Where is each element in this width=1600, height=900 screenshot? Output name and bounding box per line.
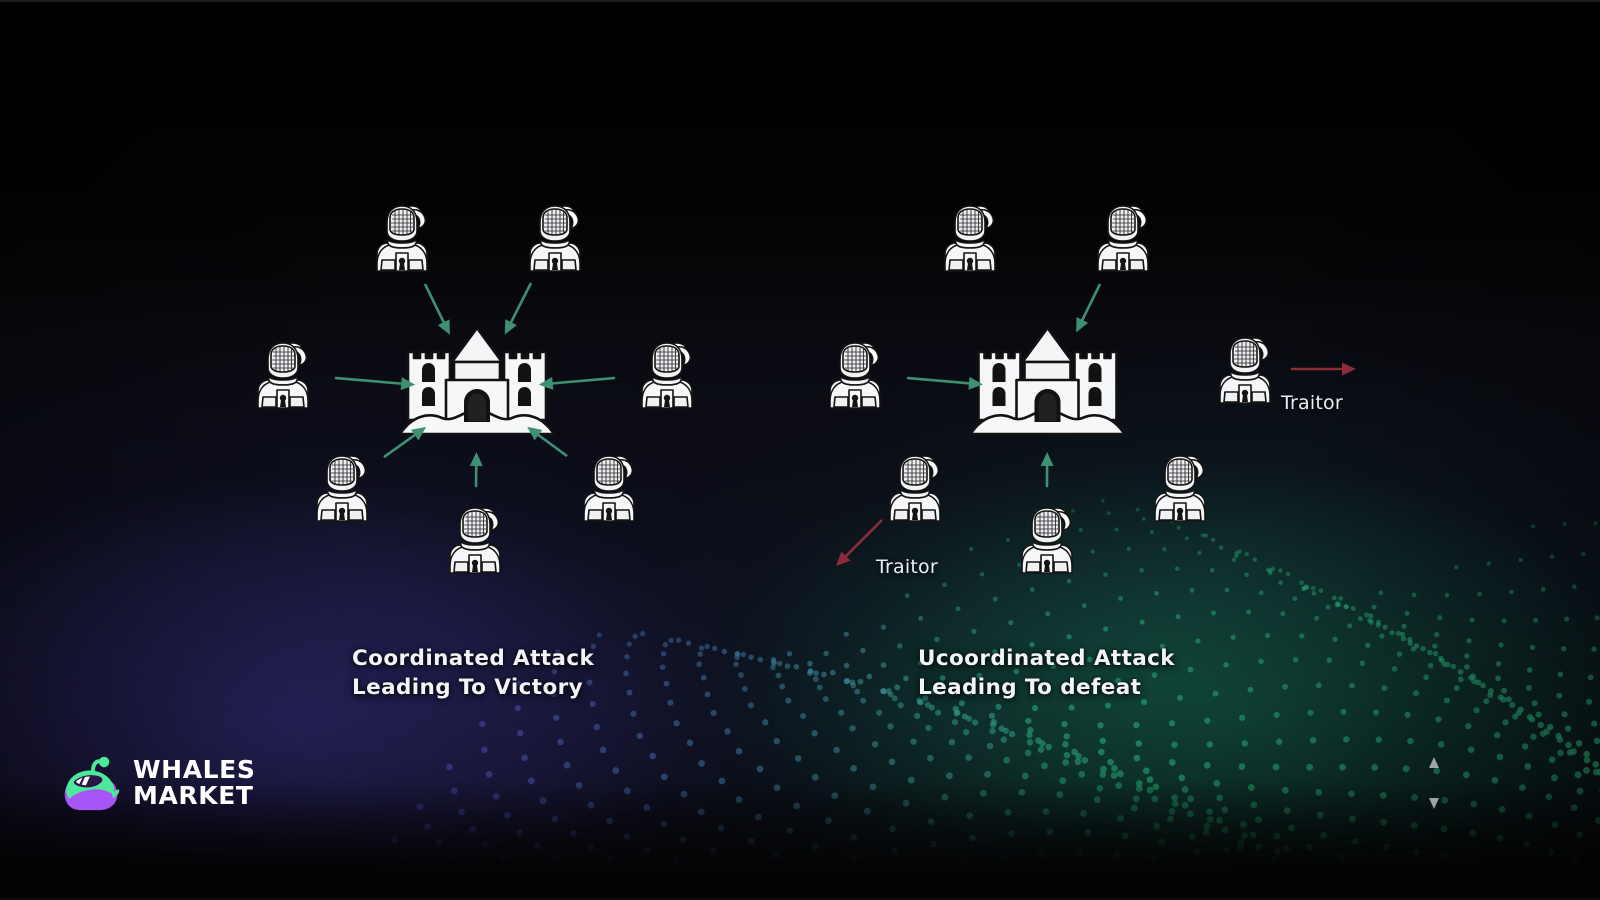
knight-bottom-mid xyxy=(438,500,512,578)
logo-wordmark: WHALES MARKET xyxy=(133,755,256,810)
attack-arrow xyxy=(522,420,572,463)
knight-top-left xyxy=(933,198,1007,276)
knight-top-left xyxy=(365,198,439,276)
attack-arrow xyxy=(537,370,616,393)
knight-left xyxy=(818,335,892,413)
chevron-up-icon xyxy=(1429,757,1439,768)
frame-top-line xyxy=(0,0,1600,2)
knight-traitor-bottom-left xyxy=(878,448,952,526)
knight-bottom-right xyxy=(1143,448,1217,526)
attack-arrow xyxy=(334,370,417,393)
knight-top-right xyxy=(1086,198,1160,276)
traitor-arrow xyxy=(830,514,888,572)
traitor-arrow xyxy=(1290,361,1357,377)
attack-arrow xyxy=(468,451,484,488)
knight-right xyxy=(630,335,704,413)
knight-left xyxy=(246,335,320,413)
chevron-down-icon xyxy=(1429,798,1439,809)
attack-arrow xyxy=(418,280,458,339)
attack-arrow xyxy=(1069,280,1108,336)
whales-market-logo: WHALES MARKET xyxy=(62,752,255,814)
knight-bottom-right xyxy=(572,448,646,526)
knight-bottom-mid xyxy=(1010,500,1084,578)
traitor-label-bottom: Traitor xyxy=(876,556,938,578)
knight-bottom-left xyxy=(305,448,379,526)
knight-traitor-right xyxy=(1208,330,1282,408)
castle-icon xyxy=(965,322,1130,440)
attack-arrow xyxy=(906,370,984,393)
knight-top-right xyxy=(518,198,592,276)
whale-icon xyxy=(62,752,120,814)
castle-icon xyxy=(398,322,556,440)
attack-arrow xyxy=(1039,451,1055,488)
attack-arrow xyxy=(498,280,539,340)
attack-arrow xyxy=(380,420,432,464)
traitor-label-right: Traitor xyxy=(1281,392,1343,414)
caption-uncoordinated: Ucoordinated Attack Leading To defeat xyxy=(918,646,1176,700)
caption-coordinated: Coordinated Attack Leading To Victory xyxy=(352,646,595,700)
frame-bottom-line xyxy=(0,897,1600,900)
